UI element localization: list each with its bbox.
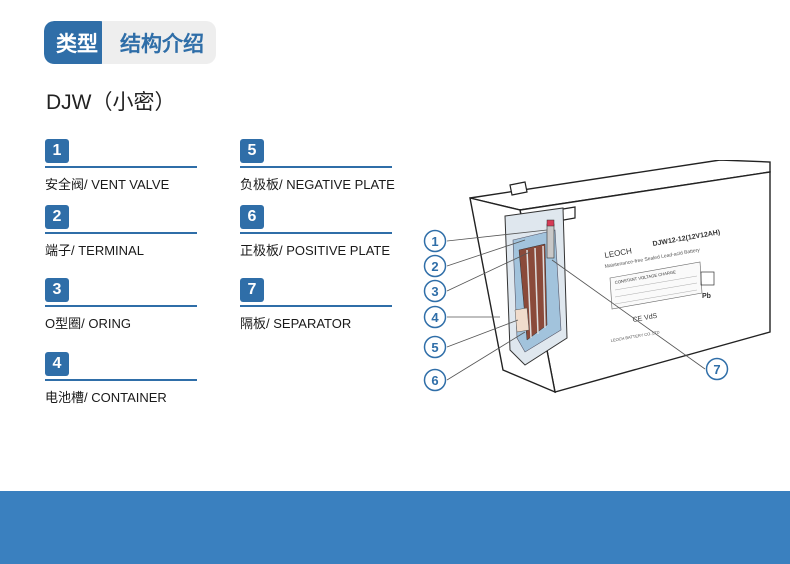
callout-4: 4 [423, 305, 447, 329]
section-label: 结构介绍 [102, 21, 216, 64]
recycle-box [700, 271, 715, 286]
part-number: 5 [240, 139, 264, 163]
model-title: DJW（小密） [46, 91, 176, 114]
part-rule [240, 305, 392, 307]
footer-band [0, 491, 790, 564]
callouts: 1 2 3 4 5 6 7 [423, 229, 729, 392]
part-item-6: 6 正极板/ POSITIVE PLATE [240, 205, 392, 259]
part-item-1: 1 安全阀/ VENT VALVE [45, 139, 197, 193]
callout-2: 2 [423, 254, 447, 278]
svg-text:2: 2 [431, 259, 438, 274]
part-label: 负极板/ NEGATIVE PLATE [240, 177, 395, 192]
part-number: 4 [45, 352, 69, 376]
cert-text: CE VdS [632, 313, 658, 324]
part-number: 6 [240, 205, 264, 229]
part-rule [240, 166, 392, 168]
part-label: 端子/ TERMINAL [45, 243, 144, 258]
part-rule [45, 305, 197, 307]
part-item-3: 3 O型圈/ ORING [45, 278, 197, 332]
part-number: 2 [45, 205, 69, 229]
callout-1: 1 [423, 229, 447, 253]
pb-text: Pb [702, 293, 711, 300]
vent-valve [546, 223, 555, 259]
callout-6: 6 [423, 368, 447, 392]
cutaway-interior [504, 207, 568, 366]
part-label: 电池槽/ CONTAINER [45, 390, 167, 405]
svg-text:7: 7 [713, 362, 720, 377]
part-rule [45, 379, 197, 381]
part-item-5: 5 负极板/ NEGATIVE PLATE [240, 139, 395, 193]
part-item-2: 2 端子/ TERMINAL [45, 205, 197, 259]
svg-text:5: 5 [431, 340, 438, 355]
section-tag: 类型 结构介绍 [44, 21, 216, 64]
part-number: 7 [240, 278, 264, 302]
svg-text:6: 6 [431, 373, 438, 388]
part-item-7: 7 隔板/ SEPARATOR [240, 278, 392, 332]
callout-7: 7 [705, 357, 729, 381]
callout-3: 3 [423, 279, 447, 303]
part-rule [240, 232, 392, 234]
part-label: 安全阀/ VENT VALVE [45, 177, 170, 192]
part-rule [45, 232, 197, 234]
battery-diagram: LEOCH DJW12-12(12V12AH) Maintenance-free… [423, 160, 771, 394]
part-label: 隔板/ SEPARATOR [240, 316, 352, 331]
callout-5: 5 [423, 335, 447, 359]
part-label: O型圈/ ORING [45, 316, 131, 331]
part-number: 1 [45, 139, 69, 163]
type-label: 类型 [44, 21, 110, 64]
part-item-4: 4 电池槽/ CONTAINER [45, 352, 197, 406]
part-label: 正极板/ POSITIVE PLATE [240, 243, 391, 258]
part-rule [45, 166, 197, 168]
svg-text:3: 3 [431, 284, 438, 299]
part-number: 3 [45, 278, 69, 302]
svg-text:1: 1 [431, 234, 438, 249]
leader-lines [446, 229, 706, 381]
svg-text:4: 4 [431, 310, 439, 325]
